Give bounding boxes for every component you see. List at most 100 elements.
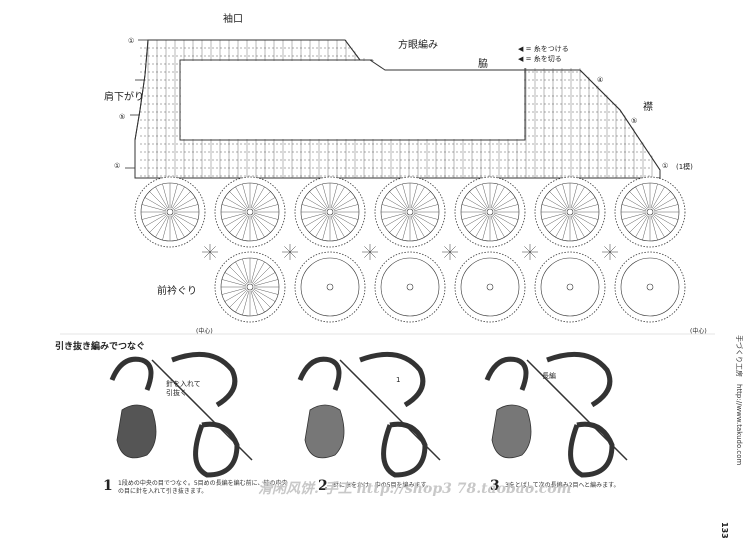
motif-spoke: [469, 214, 488, 233]
yarn-loop: [193, 421, 240, 478]
label-side: 脇: [478, 59, 488, 70]
motif-spoke: [652, 191, 671, 210]
motif-spoke: [572, 191, 591, 210]
flower-petal: [204, 251, 211, 258]
motif: [214, 251, 286, 323]
motif-spoke: [250, 290, 258, 316]
motif-spoke: [253, 272, 276, 286]
worked-stitches: [491, 404, 532, 459]
motif-ring: [614, 251, 686, 323]
motif-spoke: [221, 212, 247, 220]
watermark: 滑闲风饼. 手工 http://shop3 78.taobao.com: [258, 481, 572, 497]
page-number: 133: [720, 522, 729, 539]
step-number: 2: [318, 478, 328, 494]
callout-step3: 長編: [542, 372, 556, 380]
motif-center: [246, 208, 254, 216]
row-marker: ①: [128, 37, 135, 45]
motif-spoke: [413, 197, 436, 211]
motif-spoke: [650, 215, 658, 241]
motif-spoke: [652, 214, 671, 233]
motif-spoke: [229, 191, 248, 210]
motif-spoke: [144, 213, 167, 227]
motif-spoke: [235, 261, 249, 284]
motif-center: [166, 208, 174, 216]
motif-spoke: [653, 212, 679, 220]
motif-spoke: [491, 186, 505, 209]
motif-spoke: [492, 214, 511, 233]
motif-spoke: [304, 213, 327, 227]
motif-spoke: [562, 215, 570, 241]
motif-center: [566, 283, 574, 291]
mesh-body: [125, 38, 750, 179]
motif-spoke: [252, 289, 271, 308]
label-shoulder-decrease: 肩下がり: [104, 92, 144, 103]
motif: [454, 251, 526, 323]
motif-center: [486, 283, 494, 291]
motif-spoke: [235, 290, 249, 313]
motif-spoke: [544, 197, 567, 211]
motif-spoke: [330, 183, 338, 209]
motif-spoke: [410, 215, 418, 241]
motif-spoke: [162, 183, 170, 209]
motif-spoke: [572, 214, 591, 233]
connector-flower: [522, 244, 538, 260]
motif-spoke: [555, 215, 569, 238]
motif-spoke: [250, 215, 258, 241]
motif-spoke: [402, 215, 410, 241]
flower-petal: [524, 251, 531, 258]
motif-inner-ring: [300, 257, 360, 317]
motif-spoke: [573, 213, 596, 227]
motif-spoke: [411, 215, 425, 238]
flower-petal: [209, 251, 216, 258]
motif-center: [326, 283, 334, 291]
motif-spoke: [141, 204, 167, 212]
flower-petal: [449, 246, 456, 253]
motif-center: [326, 208, 334, 216]
motif-spoke: [333, 213, 356, 227]
motif-spoke: [629, 191, 648, 210]
step-text: 1段めの中央の目でつなぐ。5目めの長編を編む前に、柱の中央の目に針を入れて引き抜…: [118, 480, 288, 495]
motif: [214, 176, 286, 248]
step-text: 3をとばして次の長編み2目へと編みます。: [505, 482, 620, 489]
motif-spoke: [229, 214, 248, 233]
body-outline-top: [134, 39, 661, 179]
motif-spoke: [221, 279, 247, 287]
motif-spoke: [412, 214, 431, 233]
motif-spoke: [395, 215, 409, 238]
step-text: 針に糸をかけ、中の5目を編みます。: [333, 482, 432, 489]
motif-ring: [534, 251, 606, 323]
motif-spoke: [173, 204, 199, 212]
yarn-loop: [484, 356, 529, 391]
motif: [454, 176, 526, 248]
motif-spoke: [653, 213, 676, 227]
motif-spoke: [332, 214, 351, 233]
motif: [534, 251, 606, 323]
motif-spoke: [172, 191, 191, 210]
motif-spoke: [650, 183, 658, 209]
flower-petal: [449, 251, 456, 258]
mask: [345, 38, 750, 170]
motif-spoke: [653, 197, 676, 211]
row-marker: ①: [114, 162, 121, 170]
motif-spoke: [224, 213, 247, 227]
yarn-loop: [109, 356, 154, 391]
motif-center: [406, 208, 414, 216]
connector-flowers: [202, 244, 618, 260]
motif: [374, 176, 446, 248]
motif-spoke: [573, 197, 596, 211]
motif: [134, 176, 206, 248]
motif-spoke: [253, 197, 276, 211]
motif-spoke: [331, 215, 345, 238]
callout-step1: 針を入れて 引抜く: [166, 380, 201, 397]
motif-spoke: [331, 186, 345, 209]
motif-spoke: [573, 212, 599, 220]
motif-spoke: [549, 191, 568, 210]
motif-spoke: [395, 186, 409, 209]
motif: [294, 176, 366, 248]
motif-spoke: [171, 186, 185, 209]
motif-spoke: [252, 214, 271, 233]
motif-spoke: [635, 215, 649, 238]
motif-spoke: [229, 289, 248, 308]
motif-spoke: [412, 191, 431, 210]
